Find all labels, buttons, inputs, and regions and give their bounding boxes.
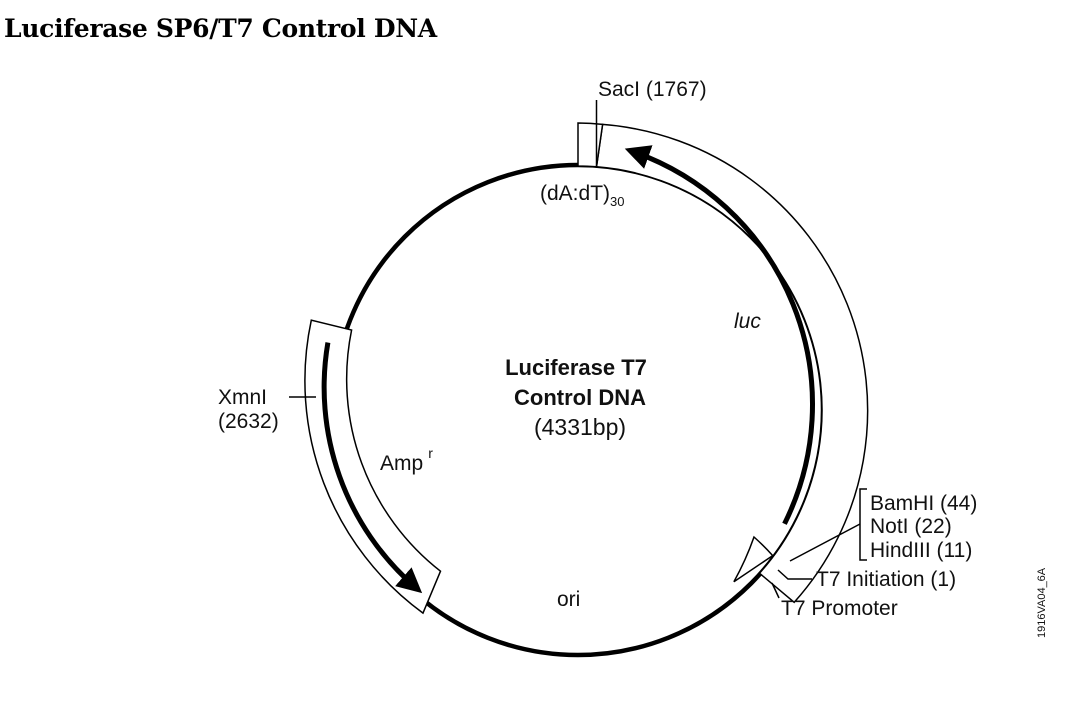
- map-size: (4331bp): [534, 414, 626, 440]
- restriction-leader-line: [789, 523, 861, 562]
- noti-label: NotI (22): [870, 515, 952, 538]
- polyA-label: (dA:dT)30: [540, 182, 624, 209]
- ori-label: ori: [557, 588, 580, 611]
- map-name-line1: Luciferase T7: [505, 355, 647, 380]
- t7-initiation-leader-line: [777, 569, 812, 580]
- xmni-name-label: XmnI: [218, 386, 267, 409]
- luc-label: luc: [734, 310, 761, 333]
- amp-arrow: [321, 342, 423, 594]
- map-name-line2: Control DNA: [514, 385, 646, 410]
- t7-promoter-leader-line: [771, 582, 780, 599]
- luc-arrow: [624, 145, 815, 525]
- xmni-position-label: (2632): [218, 410, 279, 433]
- page-title: Luciferase SP6/T7 Control DNA: [4, 14, 437, 43]
- t7-promoter-segment: [733, 535, 774, 583]
- t7-initiation-label: T7 Initiation (1): [816, 568, 956, 591]
- saci-label: SacI (1767): [598, 78, 707, 101]
- amp-band: [304, 319, 442, 615]
- bamhi-label: BamHI (44): [870, 492, 977, 515]
- hindiii-label: HindIII (11): [870, 539, 972, 562]
- figure-code: 1916VA04_6A: [1036, 567, 1048, 638]
- polyA-subscript: 30: [610, 194, 624, 209]
- luc-band: [595, 123, 869, 604]
- restriction-bracket: [859, 488, 867, 561]
- amp-superscript: r: [428, 445, 433, 461]
- t7-promoter-label: T7 Promoter: [781, 597, 898, 620]
